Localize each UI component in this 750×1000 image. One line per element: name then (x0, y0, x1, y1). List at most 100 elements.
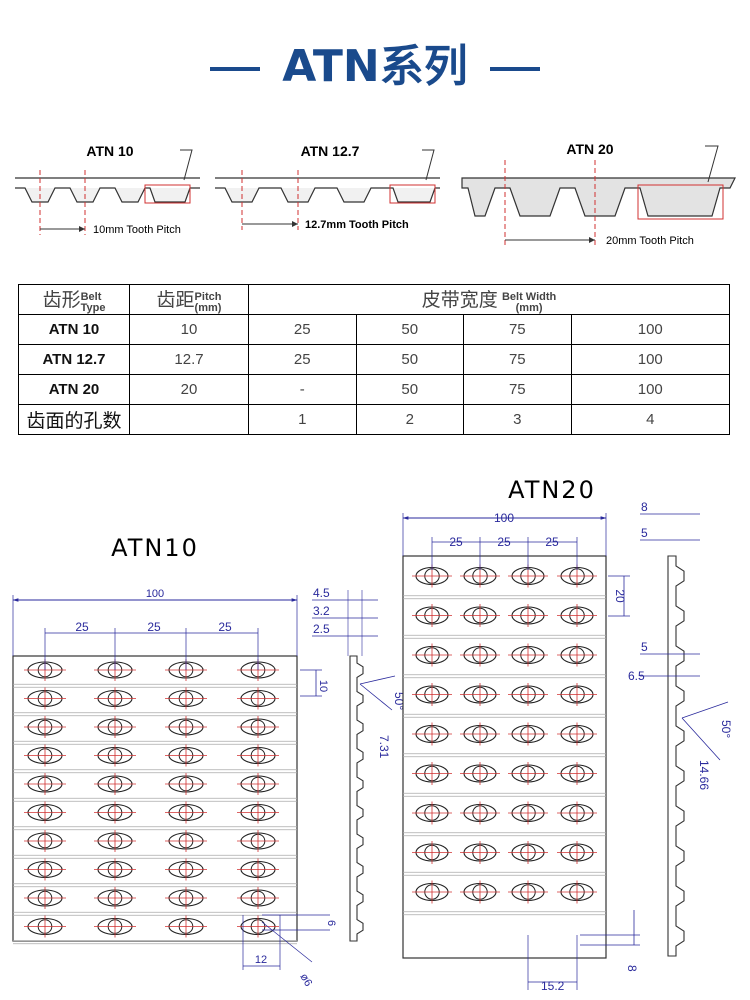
hole (460, 643, 500, 667)
holes-empty (129, 404, 249, 435)
atn20-spacing-dim: 25 (497, 535, 511, 549)
hole (94, 744, 136, 767)
title-dash-left (210, 67, 261, 71)
hole-row (13, 716, 297, 745)
atn10-dim-b: 3.2 (313, 604, 330, 618)
title-dash-right (489, 67, 540, 71)
hole (412, 801, 452, 825)
atn10-dim-a: 4.5 (313, 586, 330, 600)
hole (165, 773, 207, 795)
hole (557, 762, 597, 785)
hole (412, 841, 452, 864)
hole (557, 604, 597, 627)
hole (165, 915, 207, 938)
atn10-row-dim: 6 (325, 920, 337, 926)
hole (237, 830, 279, 852)
atn10-width-dim: 100 (146, 588, 164, 600)
hole (24, 744, 66, 767)
hole-row (403, 643, 606, 679)
hole (557, 801, 597, 825)
pitch-label: 20mm Tooth Pitch (606, 235, 694, 247)
pitch-label: 12.7mm Tooth Pitch (305, 219, 409, 231)
hole-row (13, 687, 297, 717)
hole (94, 915, 136, 938)
atn20-hole-x: 15.2 (541, 979, 565, 993)
hole-row (403, 880, 606, 916)
atn10-hole-rows (13, 659, 297, 945)
hole (508, 880, 548, 904)
hole-row (13, 801, 297, 831)
hole-row (403, 564, 606, 600)
hole (412, 643, 452, 667)
row-width: 75 (463, 374, 572, 405)
hole-row (13, 887, 297, 916)
hole (94, 716, 136, 738)
atn20-side-profile (667, 555, 685, 957)
holes-count: 4 (570, 404, 731, 435)
hole (557, 880, 597, 904)
row-type: ATN 10 (18, 314, 130, 345)
atn20-spacing-dim: 25 (545, 535, 559, 549)
hole (237, 887, 279, 909)
hole (412, 880, 452, 904)
hole (24, 858, 66, 881)
atn20-pitch-dim: 20 (613, 589, 627, 603)
atn20-spacing-dim: 25 (449, 535, 463, 549)
atn10-title: ATN10 (111, 534, 199, 562)
profile-atn20: ATN 20 20mm Tooth Pitch (461, 141, 736, 248)
hole (24, 716, 66, 738)
hole (24, 773, 66, 795)
hole (508, 722, 548, 746)
hole (460, 722, 500, 746)
table-row-holes: 齿面的孔数 1 2 3 4 (18, 404, 731, 435)
hole (165, 801, 207, 824)
row-pitch: 20 (129, 374, 249, 405)
atn20-angle: 50° (719, 720, 733, 738)
atn10-depth: 7.31 (377, 735, 391, 759)
atn10-spacing-dim: 25 (75, 620, 89, 634)
hole (94, 801, 136, 824)
hole (165, 858, 207, 881)
hole (237, 744, 279, 767)
atn20-width-dim: 100 (494, 511, 514, 525)
hole (24, 915, 66, 938)
hole (237, 773, 279, 795)
hole (165, 830, 207, 852)
hole (94, 830, 136, 852)
holes-count: 3 (463, 404, 572, 435)
hole-row (13, 773, 297, 802)
hole (24, 887, 66, 909)
header-pitch: 齿距Pitch(mm) (129, 284, 249, 315)
hole (412, 604, 452, 627)
atn20-dim-a: 8 (641, 500, 648, 514)
hole-row (403, 841, 606, 876)
profile-atn10: ATN 10 10mm Tooth Pitch (15, 143, 200, 236)
hole (557, 841, 597, 864)
title-text: ATN系列 (282, 41, 468, 92)
hole (237, 801, 279, 824)
hole-row (13, 858, 297, 888)
hole (557, 722, 597, 746)
hole (165, 716, 207, 738)
row-width: 75 (463, 344, 572, 375)
table-row: ATN 20 20 - 50 75 100 (18, 374, 731, 405)
hole (237, 858, 279, 881)
hole (557, 564, 597, 588)
holes-label: 齿面的孔数 (18, 404, 130, 435)
hole (460, 604, 500, 627)
hole (165, 687, 207, 710)
row-width: 100 (570, 314, 731, 345)
atn20-dim-b: 5 (641, 526, 648, 540)
row-type: ATN 12.7 (18, 344, 130, 375)
hole (24, 830, 66, 852)
hole (94, 858, 136, 881)
atn10-spacing-dim: 25 (218, 620, 232, 634)
hole (557, 643, 597, 667)
hole (94, 773, 136, 795)
hole (557, 683, 597, 706)
row-type: ATN 20 (18, 374, 130, 405)
hole-row (403, 683, 606, 718)
row-pitch: 12.7 (129, 344, 249, 375)
row-width: 75 (463, 314, 572, 345)
